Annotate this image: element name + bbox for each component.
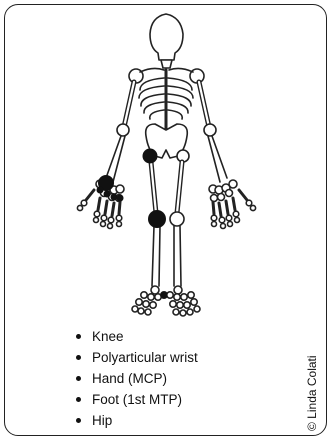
joint-marker-knee bbox=[148, 210, 166, 228]
legend-item-hand-mcp: Hand (MCP) bbox=[74, 368, 198, 389]
affected-joints-legend: Knee Polyarticular wrist Hand (MCP) Foot… bbox=[74, 326, 198, 431]
joint-marker-mcp bbox=[117, 195, 124, 202]
joint-marker-mcp bbox=[97, 187, 104, 194]
joint-marker-mcp bbox=[111, 194, 118, 201]
copyright-credit: © Linda Colati bbox=[305, 355, 319, 431]
legend-item-polyarticular-wrist: Polyarticular wrist bbox=[74, 347, 198, 368]
legend-item-foot-1st-mtp: Foot (1st MTP) bbox=[74, 389, 198, 410]
legend-item-hip: Hip bbox=[74, 410, 198, 431]
joint-marker-mcp bbox=[104, 191, 111, 198]
joint-marker-hip bbox=[143, 149, 158, 164]
legend-item-knee: Knee bbox=[74, 326, 198, 347]
joint-marker-first-mtp bbox=[161, 292, 168, 299]
